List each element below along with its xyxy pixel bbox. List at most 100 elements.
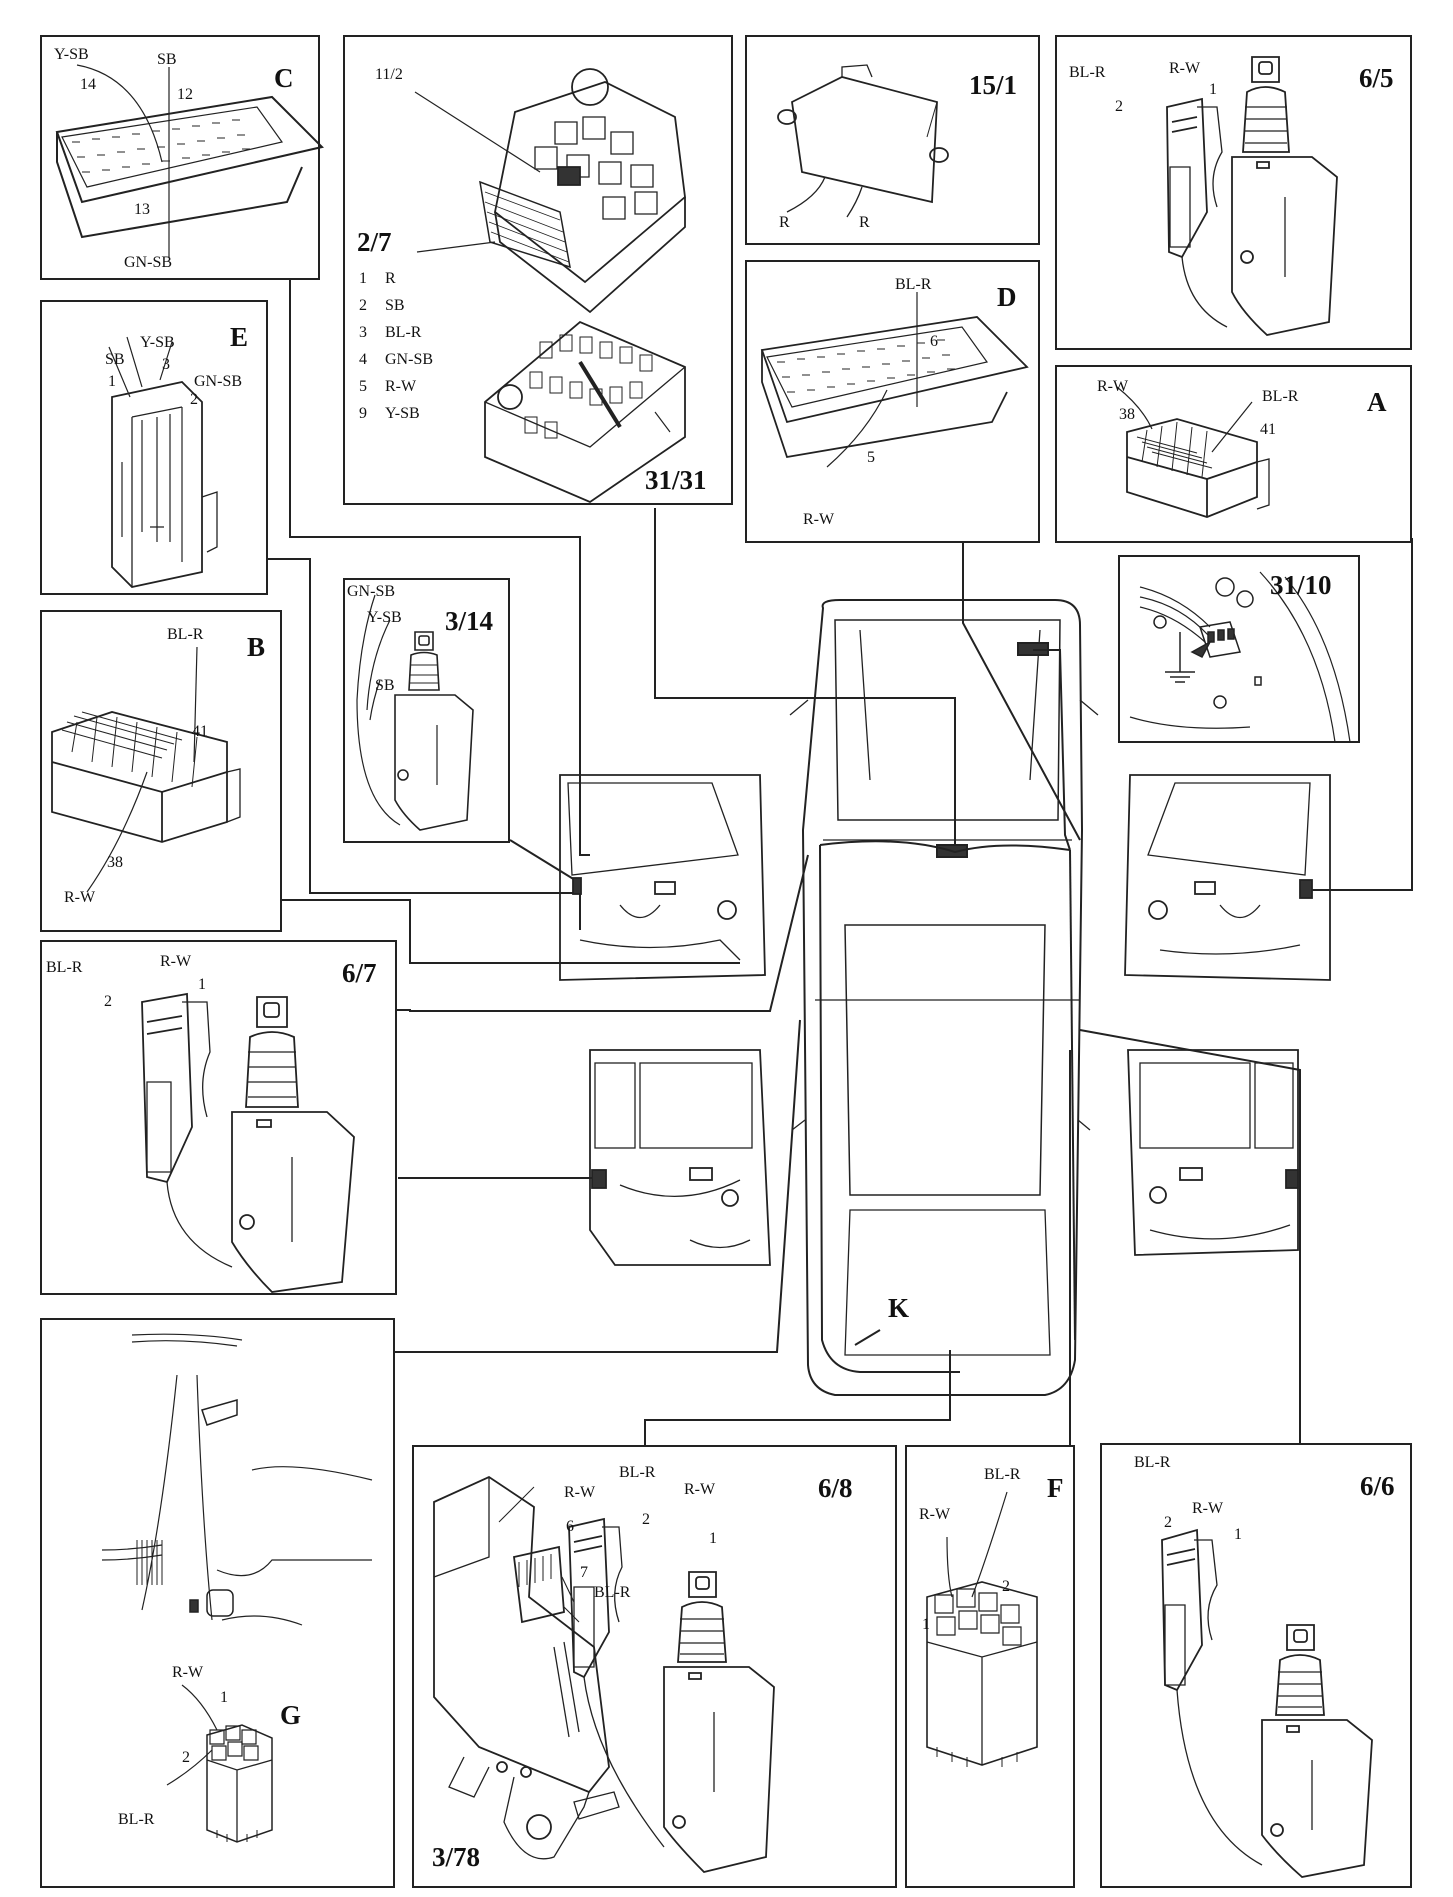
b-label-38: 38 xyxy=(107,854,123,871)
e-label-y-sb: Y-SB xyxy=(140,334,175,351)
fuse-box-31-31-id: 31/31 xyxy=(645,465,707,495)
d-label-5: 5 xyxy=(867,449,875,466)
b-id: B xyxy=(247,632,266,662)
wire-2-7-to-center xyxy=(654,508,956,850)
lock-6-7-label-1: 1 xyxy=(198,976,206,993)
b-label-bl-r: BL-R xyxy=(167,626,204,643)
panel-connector-f: F BL-R R-W 2 1 xyxy=(905,1445,1075,1888)
wire-a-to-right-front-door xyxy=(1305,538,1413,891)
left-rear-door xyxy=(589,1049,771,1266)
lock-6-6-label-1: 1 xyxy=(1234,1526,1242,1543)
f-label-r-w: R-W xyxy=(919,1506,951,1523)
f-label-2: 2 xyxy=(1002,1578,1010,1595)
panel-lock-motor-6-5: 6/5 BL-R R-W 2 1 xyxy=(1055,35,1412,350)
a-label-r-w: R-W xyxy=(1097,378,1129,395)
d-label-bl-r: BL-R xyxy=(895,276,932,293)
relay-box-drawing xyxy=(345,37,735,507)
lock-6-5-label-1: 1 xyxy=(1209,81,1217,98)
wire-k-local xyxy=(854,1329,881,1346)
module-label-r-2: R xyxy=(859,214,870,231)
lock-motor-3-14-drawing xyxy=(345,580,512,845)
wire-k-to-6-8 xyxy=(644,1350,951,1447)
lock-3-14-label-y-sb: Y-SB xyxy=(367,609,402,626)
a-label-bl-r: BL-R xyxy=(1262,388,1299,405)
b-label-r-w: R-W xyxy=(64,889,96,906)
panel-connector-d: D BL-R 6 5 R-W xyxy=(745,260,1040,543)
lock-6-5-label-bl-r: BL-R xyxy=(1069,64,1106,81)
g-label-r-w: R-W xyxy=(172,1664,204,1681)
e-label-3: 3 xyxy=(162,356,170,373)
module-label-r-1: R xyxy=(779,214,790,231)
e-label-1: 1 xyxy=(108,373,116,390)
connector-c-drawing xyxy=(42,37,322,282)
connector-a-drawing xyxy=(1057,367,1414,545)
wire-3-14-to-door xyxy=(509,839,576,881)
lock-6-8-id: 6/8 xyxy=(818,1473,853,1503)
trunk-lock-3-78-id: 3/78 xyxy=(432,1842,481,1872)
a-id: A xyxy=(1367,387,1387,417)
lock-motor-6-8-drawing xyxy=(414,1447,899,1890)
c-label-12: 12 xyxy=(177,86,193,103)
connector-d-drawing xyxy=(747,262,1042,545)
wire-6-6-to-right-rear xyxy=(1079,1029,1301,1443)
b-label-41: 41 xyxy=(192,723,208,740)
relay-11-2-label: 11/2 xyxy=(375,66,403,83)
trunk-label-r-w: R-W xyxy=(564,1484,596,1501)
lock-motor-6-7-drawing xyxy=(42,942,399,1297)
panel-lock-motor-6-8: 6/8 3/78 R-W 6 7 BL-R BL-R R-W 2 1 xyxy=(412,1445,897,1888)
connecting-wires xyxy=(268,279,1413,1447)
lock-6-7-label-bl-r: BL-R xyxy=(46,959,83,976)
lock-6-7-label-2: 2 xyxy=(104,993,112,1010)
wire-e-to-left-front-door xyxy=(268,558,581,930)
lock-6-6-label-bl-r: BL-R xyxy=(1134,1454,1171,1471)
c-label-sb: SB xyxy=(157,51,177,68)
panel-control-module-15-1: 15/1 R R xyxy=(745,35,1040,245)
f-label-1: 1 xyxy=(922,1616,930,1633)
lock-3-14-label-gn-sb: GN-SB xyxy=(347,583,396,600)
wire-b-to-left-front-door xyxy=(282,899,740,964)
g-id: G xyxy=(280,1700,302,1730)
panel-connector-e: E Y-SB SB 3 1 GN-SB 2 xyxy=(40,300,268,595)
connector-g-drawing xyxy=(42,1320,397,1890)
a-label-38: 38 xyxy=(1119,406,1135,423)
f-label-bl-r: BL-R xyxy=(984,1466,1021,1483)
lock-6-8-label-2: 2 xyxy=(642,1511,650,1528)
lock-6-5-label-r-w: R-W xyxy=(1169,60,1201,77)
connector-f-drawing xyxy=(907,1447,1077,1890)
panel-connector-b: B BL-R 41 38 R-W xyxy=(40,610,282,932)
e-label-gn-sb: GN-SB xyxy=(194,373,243,390)
panel-lock-motor-6-6: 6/6 BL-R 2 R-W 1 xyxy=(1100,1443,1412,1888)
trunk-label-7: 7 xyxy=(580,1564,588,1581)
panel-connector-c: Y-SB SB 14 12 13 GN-SB C xyxy=(40,35,320,280)
ground-point-drawing xyxy=(1120,557,1362,745)
connector-e-drawing xyxy=(42,302,270,597)
right-rear-door xyxy=(1127,1049,1299,1256)
g-label-1: 1 xyxy=(220,1689,228,1706)
lock-6-6-label-2: 2 xyxy=(1164,1514,1172,1531)
ground-31-10-id: 31/10 xyxy=(1270,570,1332,600)
panel-lock-motor-6-7: 6/7 BL-R R-W 2 1 xyxy=(40,940,397,1295)
left-front-door xyxy=(559,774,766,981)
trunk-label-6: 6 xyxy=(566,1518,574,1535)
c-label-gn-sb: GN-SB xyxy=(124,254,173,271)
c-label-y-sb: Y-SB xyxy=(54,46,89,63)
lock-motor-6-5-drawing xyxy=(1057,37,1414,352)
e-label-sb: SB xyxy=(105,351,125,368)
right-front-door xyxy=(1124,774,1331,981)
lock-6-6-id: 6/6 xyxy=(1360,1471,1395,1501)
d-label-6: 6 xyxy=(930,333,938,350)
lock-6-5-label-2: 2 xyxy=(1115,98,1123,115)
lock-6-8-label-1: 1 xyxy=(709,1530,717,1547)
d-id: D xyxy=(997,282,1017,312)
g-label-bl-r: BL-R xyxy=(118,1811,155,1828)
wire-d-to-right-front xyxy=(962,540,1081,841)
lock-motor-6-6-drawing xyxy=(1102,1445,1414,1890)
